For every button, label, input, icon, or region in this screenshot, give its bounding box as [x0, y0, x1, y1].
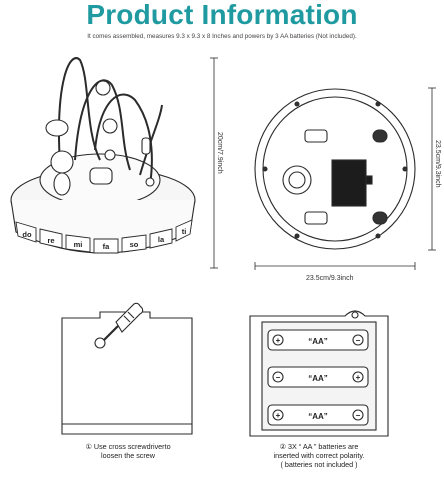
page-subtitle: It comes assembled, measures 9.3 x 9.3 x… [87, 33, 357, 40]
note-key-label: so [130, 240, 139, 249]
note-key-label: mi [74, 240, 83, 249]
astronaut-figure [50, 150, 74, 174]
note-key-label: ti [182, 227, 187, 236]
step2-caption-line: inserted with correct polarity. [273, 451, 365, 460]
robot-face [89, 167, 113, 185]
base-width-label: 23.5cm/9.3inch [306, 275, 354, 282]
battery-aa [267, 366, 369, 388]
note-key-label: la [158, 235, 165, 244]
step1-caption-line: loosen the screw [101, 451, 155, 460]
svg-text:+: + [276, 336, 281, 345]
svg-text:−: − [356, 336, 361, 345]
battery-label: “AA” [308, 374, 328, 383]
maze-wire [74, 79, 131, 171]
note-keys [15, 219, 193, 254]
svg-text:+: + [276, 411, 281, 420]
battery-label: “AA” [308, 337, 328, 346]
note-key-label: do [22, 230, 32, 239]
battery-cover [331, 159, 367, 207]
battery-aa [267, 329, 369, 351]
screwdriver-icon [103, 302, 144, 341]
svg-text:−: − [356, 411, 361, 420]
battery-aa [267, 404, 369, 426]
door-screw [94, 337, 106, 349]
base-height-label: 23.5cm/9.3inch [434, 140, 441, 188]
note-key-label: re [47, 236, 54, 245]
note-key-label: fa [103, 242, 110, 251]
maze-wire [139, 104, 163, 176]
rubber-foot [372, 211, 388, 225]
bead [104, 149, 116, 161]
rubber-foot [304, 129, 328, 143]
step2-caption-line: ② 3X “ AA ” batteries are [279, 442, 359, 451]
bead [45, 119, 69, 137]
bead [145, 177, 155, 187]
step2-caption-line: ( batteries not included ) [280, 460, 358, 469]
battery-label: “AA” [308, 412, 328, 421]
step1-caption: ① Use cross screwdriverto loosen the scr… [60, 442, 196, 460]
bead [95, 80, 111, 96]
bead [102, 118, 118, 134]
speaker-grille [282, 165, 312, 195]
rubber-foot [304, 211, 328, 225]
bead [141, 137, 151, 155]
page-title: Product Information [86, 0, 358, 30]
maze-wire [94, 93, 153, 186]
step1-caption-line: ① Use cross screwdriverto [85, 442, 171, 451]
step2-caption: ② 3X “ AA ” batteries are inserted with … [246, 442, 392, 469]
toy-height-label: 20cm/7.9inch [216, 132, 223, 174]
maze-wire [58, 57, 101, 166]
svg-text:−: − [276, 373, 281, 382]
rubber-foot [372, 129, 388, 143]
battery-door [61, 311, 193, 435]
svg-text:+: + [356, 373, 361, 382]
